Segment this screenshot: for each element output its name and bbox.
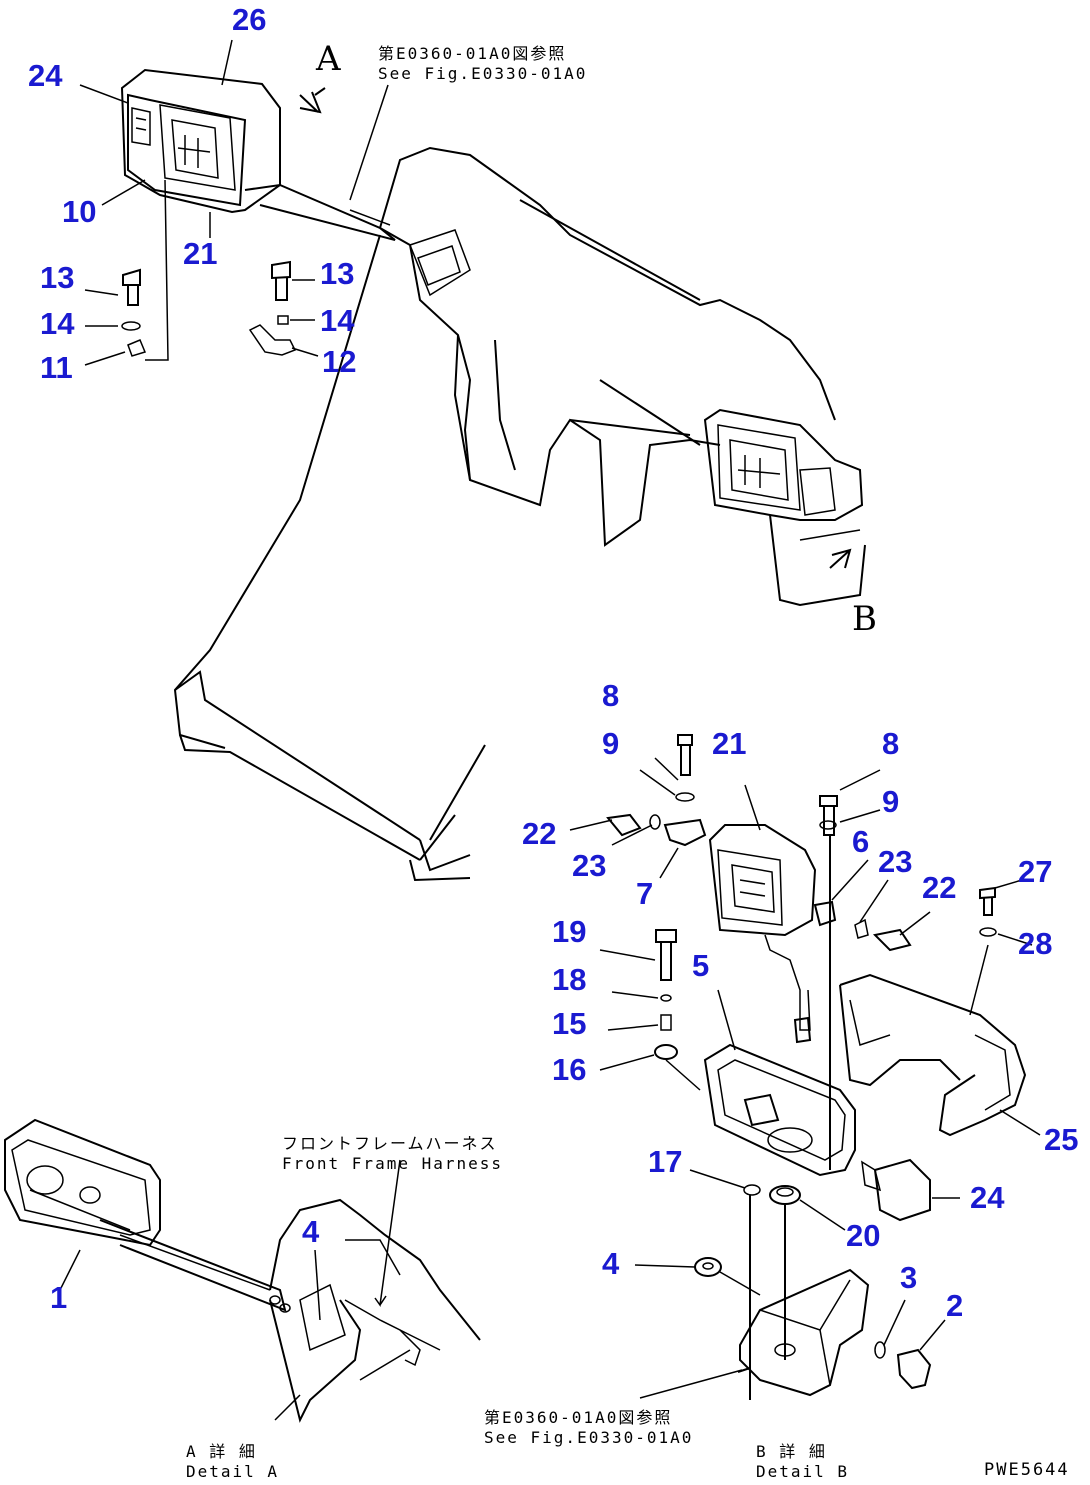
ref-note-top-jp: 第E0360-01A0図参照 bbox=[378, 44, 567, 63]
callout-7: 7 bbox=[636, 876, 654, 911]
callout-10: 10 bbox=[62, 194, 97, 229]
callout-14-left: 14 bbox=[40, 306, 75, 341]
detail-a-caption-jp: A 詳 細 bbox=[186, 1442, 257, 1461]
callout-24-detail-b: 24 bbox=[970, 1180, 1005, 1215]
callout-13-left: 13 bbox=[40, 260, 75, 295]
callout-17: 17 bbox=[648, 1144, 683, 1179]
detail-b-caption-jp: B 詳 細 bbox=[756, 1442, 827, 1461]
small-parts-upper bbox=[121, 260, 297, 357]
drawing-code: PWE5644 bbox=[984, 1460, 1070, 1480]
callout-15: 15 bbox=[552, 1006, 587, 1041]
callout-18: 18 bbox=[552, 962, 587, 997]
ref-note-bottom-jp: 第E0360-01A0図参照 bbox=[484, 1408, 673, 1427]
ref-note-bottom: 第E0360-01A0図参照 See Fig.E0330-01A0 bbox=[484, 1408, 693, 1448]
callout-25: 25 bbox=[1044, 1122, 1079, 1157]
callout-9-right: 9 bbox=[882, 784, 900, 819]
callout-28: 28 bbox=[1018, 926, 1053, 961]
callout-12: 12 bbox=[322, 344, 357, 379]
callout-14-right: 14 bbox=[320, 303, 355, 338]
callout-8-right: 8 bbox=[882, 726, 900, 761]
view-label-b: B bbox=[852, 599, 877, 639]
callout-20: 20 bbox=[846, 1218, 881, 1253]
callout-24-top: 24 bbox=[28, 58, 63, 93]
harness-note-en: Front Frame Harness bbox=[282, 1154, 504, 1173]
leader-lines-upper bbox=[79, 39, 852, 569]
callout-13-right: 13 bbox=[320, 256, 355, 291]
harness-note: フロントフレームハーネス Front Frame Harness bbox=[282, 1134, 503, 1174]
callout-9-left: 9 bbox=[602, 726, 620, 761]
callout-22-left: 22 bbox=[522, 816, 557, 851]
detail-a-caption-en: Detail A bbox=[186, 1462, 280, 1481]
callout-23-right: 23 bbox=[878, 844, 913, 879]
callout-8-left: 8 bbox=[602, 678, 620, 713]
callout-27: 27 bbox=[1018, 854, 1053, 889]
callout-19: 19 bbox=[552, 914, 587, 949]
callout-1: 1 bbox=[50, 1280, 68, 1315]
callout-5: 5 bbox=[692, 948, 710, 983]
callout-22-right: 22 bbox=[922, 870, 957, 905]
callout-21-detail-b: 21 bbox=[712, 726, 747, 761]
callout-21-top: 21 bbox=[183, 236, 218, 271]
ref-note-top: 第E0360-01A0図参照 See Fig.E0330-01A0 bbox=[378, 44, 587, 84]
callout-26-top: 26 bbox=[232, 2, 267, 37]
callout-3: 3 bbox=[900, 1260, 918, 1295]
detail-b-caption-en: Detail B bbox=[756, 1462, 850, 1481]
ref-note-bottom-en: See Fig.E0330-01A0 bbox=[484, 1428, 694, 1447]
callout-23-left: 23 bbox=[572, 848, 607, 883]
detail-b-drawing bbox=[569, 734, 1041, 1400]
view-label-a: A bbox=[316, 39, 341, 79]
callout-16: 16 bbox=[552, 1052, 587, 1087]
detail-b-caption: B 詳 細 Detail B bbox=[756, 1442, 849, 1482]
callout-6: 6 bbox=[852, 824, 870, 859]
callout-2: 2 bbox=[946, 1288, 964, 1323]
callout-11: 11 bbox=[40, 350, 73, 385]
harness-note-jp: フロントフレームハーネス bbox=[282, 1134, 498, 1153]
ref-note-top-en: See Fig.E0330-01A0 bbox=[378, 64, 588, 83]
callout-4-detail-b: 4 bbox=[602, 1246, 620, 1281]
callout-4-detail-a: 4 bbox=[302, 1214, 320, 1249]
boom-drawing bbox=[120, 68, 866, 882]
detail-a-drawing bbox=[4, 1118, 481, 1423]
detail-a-caption: A 詳 細 Detail A bbox=[186, 1442, 279, 1482]
